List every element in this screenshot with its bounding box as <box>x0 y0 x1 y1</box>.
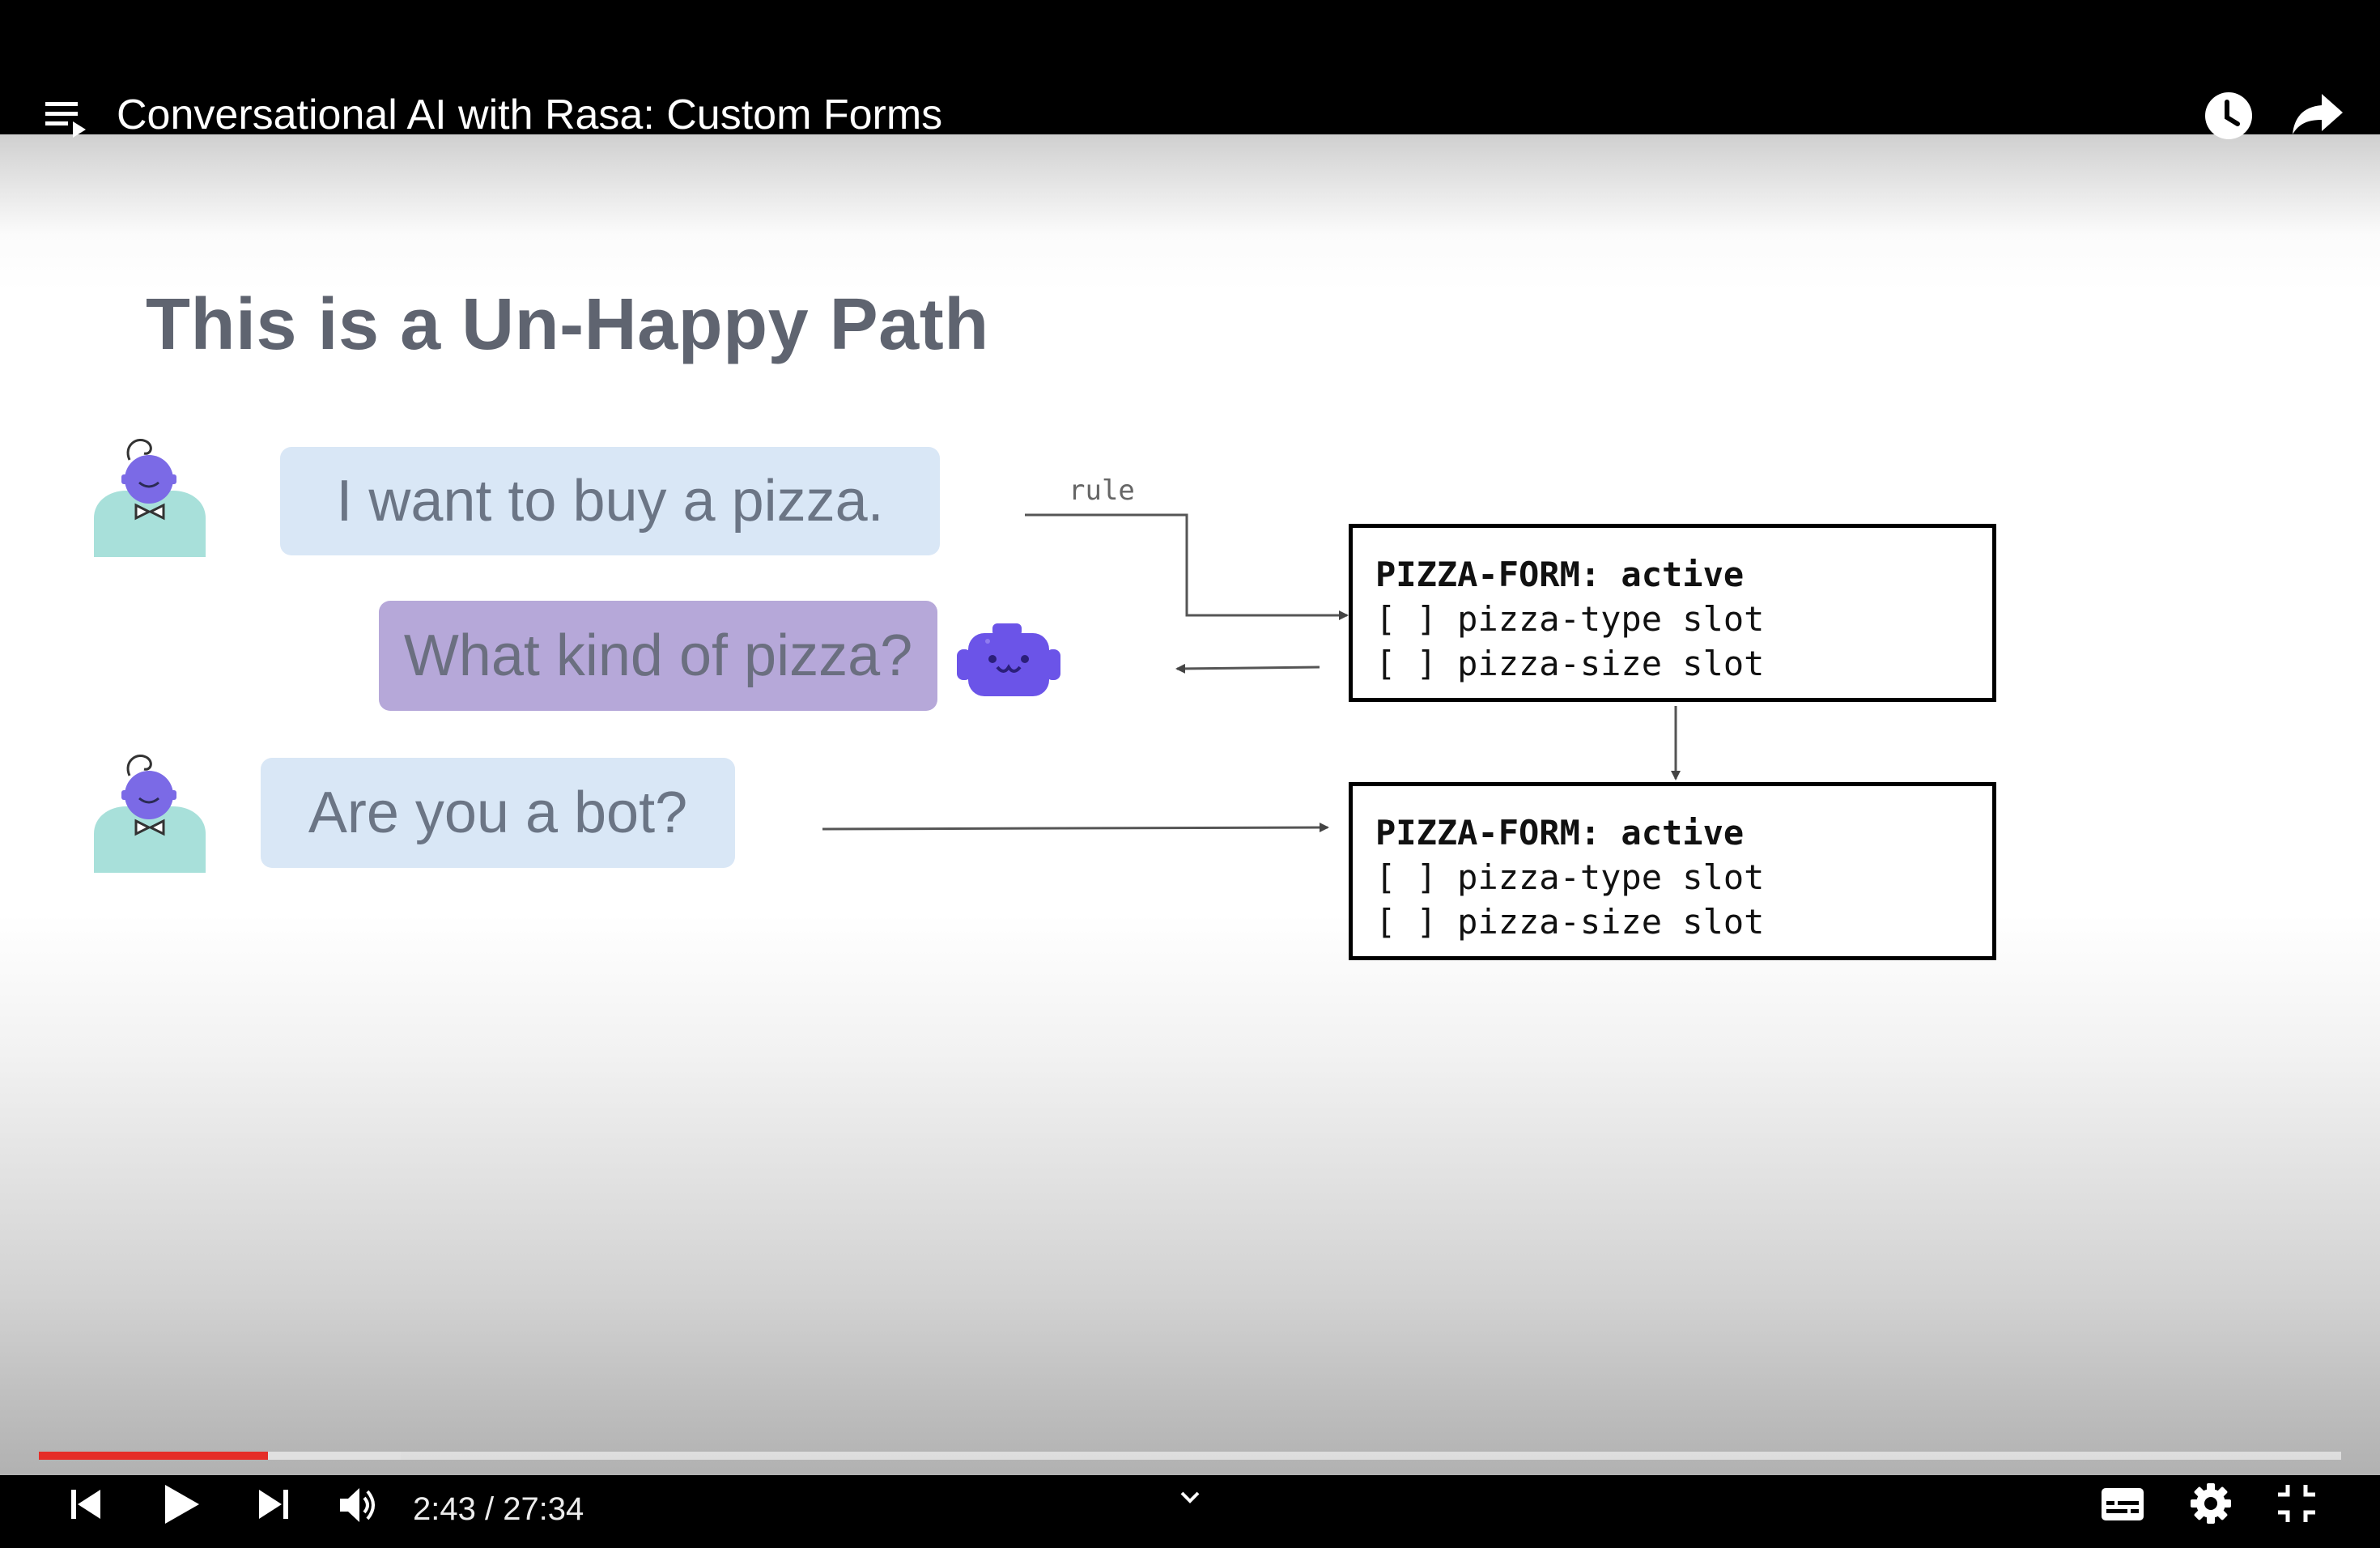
form-slot-line: [ ] pizza-type slot <box>1375 857 1765 897</box>
skip-next-icon[interactable] <box>256 1486 291 1522</box>
playlist-icon[interactable] <box>44 97 91 141</box>
form-status-line: PIZZA-FORM: active <box>1375 555 1745 594</box>
play-icon[interactable] <box>162 1483 201 1525</box>
user-message-bubble: I want to buy a pizza. <box>280 447 940 555</box>
video-title[interactable]: Conversational AI with Rasa: Custom Form… <box>117 91 943 138</box>
gear-icon[interactable] <box>2189 1482 2233 1525</box>
form-state-box: PIZZA-FORM: active [ ] pizza-type slot [… <box>1349 524 1996 702</box>
bot-message-bubble: What kind of pizza? <box>379 601 937 711</box>
time-display: 2:43 / 27:34 <box>413 1491 584 1527</box>
slide-heading: This is a Un-Happy Path <box>146 284 989 365</box>
share-arrow-icon[interactable] <box>2291 91 2344 138</box>
clock-icon[interactable] <box>2204 91 2254 141</box>
interrupt-arrow <box>822 823 1329 833</box>
response-arrow <box>1175 663 1320 674</box>
form-slot-line: [ ] pizza-size slot <box>1375 644 1765 683</box>
bot-icon <box>957 623 1060 696</box>
player-controls-bar <box>0 1475 2380 1548</box>
rule-label: rule <box>1069 474 1135 507</box>
user-avatar-icon <box>94 439 206 557</box>
chevron-down-icon[interactable] <box>1177 1486 1203 1508</box>
user-avatar-icon <box>94 755 206 873</box>
user-message-bubble: Are you a bot? <box>261 758 735 868</box>
flow-arrows <box>822 513 1681 833</box>
skip-previous-icon[interactable] <box>68 1486 104 1522</box>
progress-bar[interactable] <box>39 1452 2341 1460</box>
volume-icon[interactable] <box>338 1485 380 1525</box>
form-state-box: PIZZA-FORM: active [ ] pizza-type slot [… <box>1349 782 1996 960</box>
top-bar <box>0 0 2380 134</box>
fullscreen-exit-icon[interactable] <box>2276 1483 2317 1524</box>
form-status-line: PIZZA-FORM: active <box>1375 813 1745 853</box>
rule-arrow <box>1025 513 1349 620</box>
progress-played <box>39 1452 268 1460</box>
subtitles-icon[interactable] <box>2100 1485 2145 1524</box>
form-slot-line: [ ] pizza-type slot <box>1375 599 1765 639</box>
form-slot-line: [ ] pizza-size slot <box>1375 902 1765 942</box>
